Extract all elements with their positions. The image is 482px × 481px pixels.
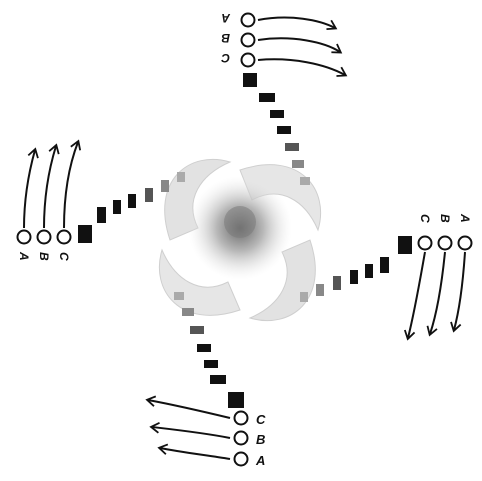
arm-right-bars [300, 236, 412, 302]
arm-top-arrows [258, 18, 345, 75]
arm-top-circles [242, 14, 255, 67]
label-a: A [17, 251, 31, 261]
label-a: A [221, 11, 231, 25]
label-b: B [256, 432, 265, 447]
arm-bottom-labels: C B A [255, 412, 266, 468]
arm-right: C B A [300, 213, 472, 338]
label-c: C [418, 214, 432, 223]
arm-right-circles [419, 237, 472, 250]
label-a: A [255, 453, 265, 468]
arm-top: A B C [221, 11, 345, 185]
arm-top-labels: A B C [221, 11, 231, 65]
arm-bottom: C B A [148, 292, 266, 468]
arm-right-arrows [408, 252, 465, 338]
label-b: B [438, 214, 452, 223]
label-b: B [221, 31, 230, 45]
arm-left-labels: A B C [17, 251, 71, 261]
arm-right-labels: C B A [418, 213, 472, 223]
label-c: C [57, 252, 71, 261]
arm-bottom-circles [235, 412, 248, 466]
label-c: C [221, 51, 230, 65]
arm-bottom-arrows [148, 400, 230, 459]
arm-left-arrows [24, 142, 78, 228]
label-c: C [256, 412, 266, 427]
arm-left: A B C [17, 142, 185, 261]
arm-left-circles [18, 231, 71, 244]
label-b: B [37, 252, 51, 261]
label-a: A [458, 213, 472, 223]
